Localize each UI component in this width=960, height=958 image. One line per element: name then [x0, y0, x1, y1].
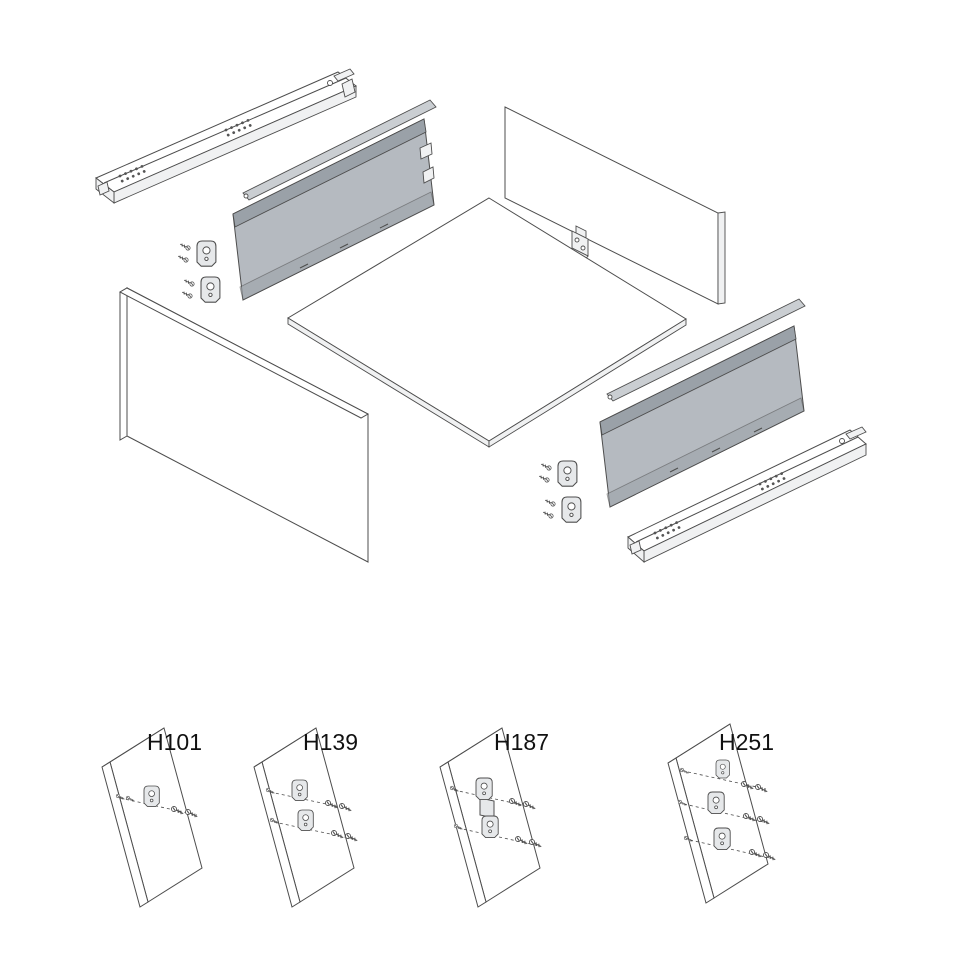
right-drawer-slide	[627, 426, 867, 563]
left-drawer-slide	[95, 68, 357, 204]
left-gallery-rail	[242, 99, 437, 201]
left-front-brackets	[176, 240, 221, 303]
variant-h101: H101	[101, 727, 203, 908]
variant-label-h101: H101	[147, 729, 202, 755]
right-gallery-rail	[606, 298, 806, 402]
cabinet-side-panel	[118, 287, 370, 563]
right-drawer-side-panel	[599, 325, 805, 508]
variant-label-h139: H139	[303, 729, 358, 755]
drawer-back-panel	[504, 106, 726, 305]
variant-h187: H187	[439, 727, 549, 908]
drawer-bottom-panel	[287, 197, 687, 448]
exploded-assembly	[95, 68, 867, 563]
right-front-brackets	[537, 460, 582, 523]
variant-h139: H139	[253, 727, 359, 908]
height-variants: H101 H139	[101, 723, 777, 908]
variant-h251: H251	[667, 723, 777, 904]
variant-label-h251: H251	[719, 729, 774, 755]
variant-label-h187: H187	[494, 729, 549, 755]
left-drawer-side-panel	[232, 118, 435, 301]
